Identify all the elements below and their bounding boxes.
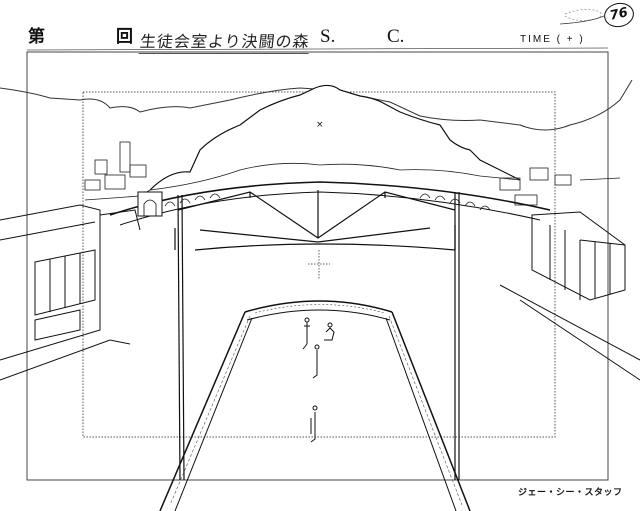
poles	[177, 192, 460, 481]
doodle-mark	[564, 9, 602, 21]
building-left	[0, 204, 141, 381]
outer-frame	[26, 51, 609, 481]
arcade-top	[109, 181, 551, 216]
standing-figure-1	[302, 322, 310, 350]
header-rule	[26, 47, 609, 51]
studio-credit: ジェー・シー・スタッフ	[518, 488, 623, 498]
forest-canopy	[149, 84, 521, 191]
town-buildings-left	[84, 141, 151, 201]
hill-silhouette	[0, 79, 633, 131]
center-x-mark: ×	[316, 120, 324, 130]
cut-label: C.	[387, 26, 405, 47]
episode-suffix: 回	[116, 27, 133, 47]
seated-figure	[324, 327, 335, 341]
building-right	[499, 211, 640, 381]
scene-label: S.	[320, 26, 336, 47]
figures	[302, 317, 335, 443]
standing-figure-2	[312, 350, 318, 379]
truss-structure	[174, 190, 456, 251]
episode-prefix: 第	[28, 27, 45, 47]
crosshair-mark	[308, 250, 330, 280]
town-buildings-right	[499, 167, 621, 206]
gatehouse	[137, 191, 163, 217]
time-label: TIME ( + )	[520, 34, 585, 45]
inner-dotted-frame	[82, 91, 556, 438]
standing-figure-3	[310, 412, 316, 443]
walkway-bridge	[159, 300, 471, 511]
